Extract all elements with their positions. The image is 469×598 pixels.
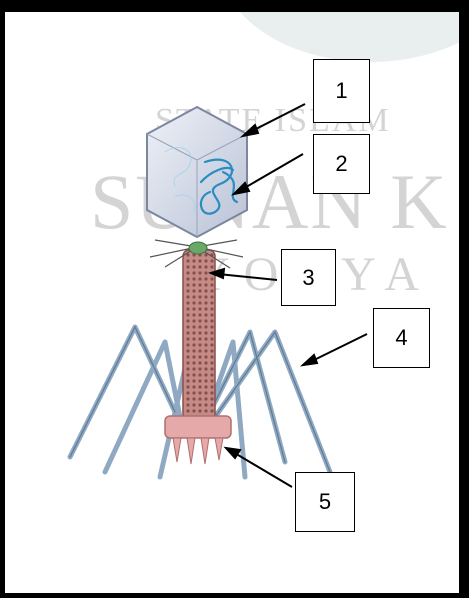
tail-sheath [183, 250, 215, 420]
label-box-5: 5 [295, 472, 355, 532]
arrow-3 [218, 274, 277, 280]
arrow-2 [241, 154, 303, 190]
label-box-4: 4 [373, 308, 430, 368]
label-box-1: 1 [313, 59, 370, 123]
label-box-3: 3 [281, 249, 336, 306]
bacteriophage-diagram [5, 12, 469, 598]
arrow-4 [310, 334, 367, 362]
collar [189, 242, 207, 254]
base-plate [165, 416, 231, 464]
label-box-2: 2 [313, 134, 370, 194]
arrow-1 [250, 104, 305, 132]
